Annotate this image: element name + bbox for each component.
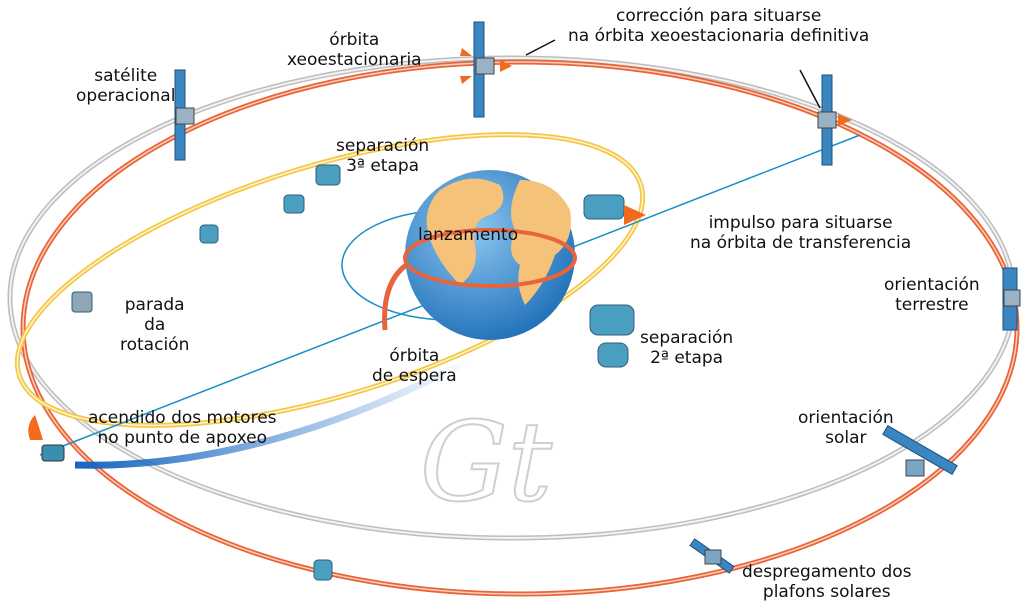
- satellite-panel-deployment-icon: [689, 538, 735, 574]
- transfer-stage-icon: [583, 194, 625, 220]
- satellite-spin-icon: [199, 224, 219, 244]
- satellite-correction-icon: [817, 74, 852, 166]
- label-launch: lanzamento: [418, 225, 519, 245]
- stage-3-module-icon: [283, 194, 305, 214]
- launch-trail: [74, 356, 472, 469]
- satellite-geostationary-icon: [460, 21, 512, 118]
- satellite-earth-orientation-icon: [1002, 267, 1021, 331]
- satellite-apogee-icon: [28, 415, 65, 462]
- satellite-operational-icon: [174, 69, 195, 161]
- earth-globe: [403, 170, 577, 340]
- stage-2-module-icon: [589, 304, 635, 336]
- stage-2-module-icon: [597, 342, 629, 368]
- stage-3-module-icon: [315, 164, 341, 186]
- transfer-orbit-satellite-icon: [313, 559, 333, 581]
- watermark-logo: Gt: [420, 398, 553, 526]
- satellite-solar-orientation-icon: [882, 424, 958, 477]
- rotation-stop-satellite-icon: [71, 291, 93, 313]
